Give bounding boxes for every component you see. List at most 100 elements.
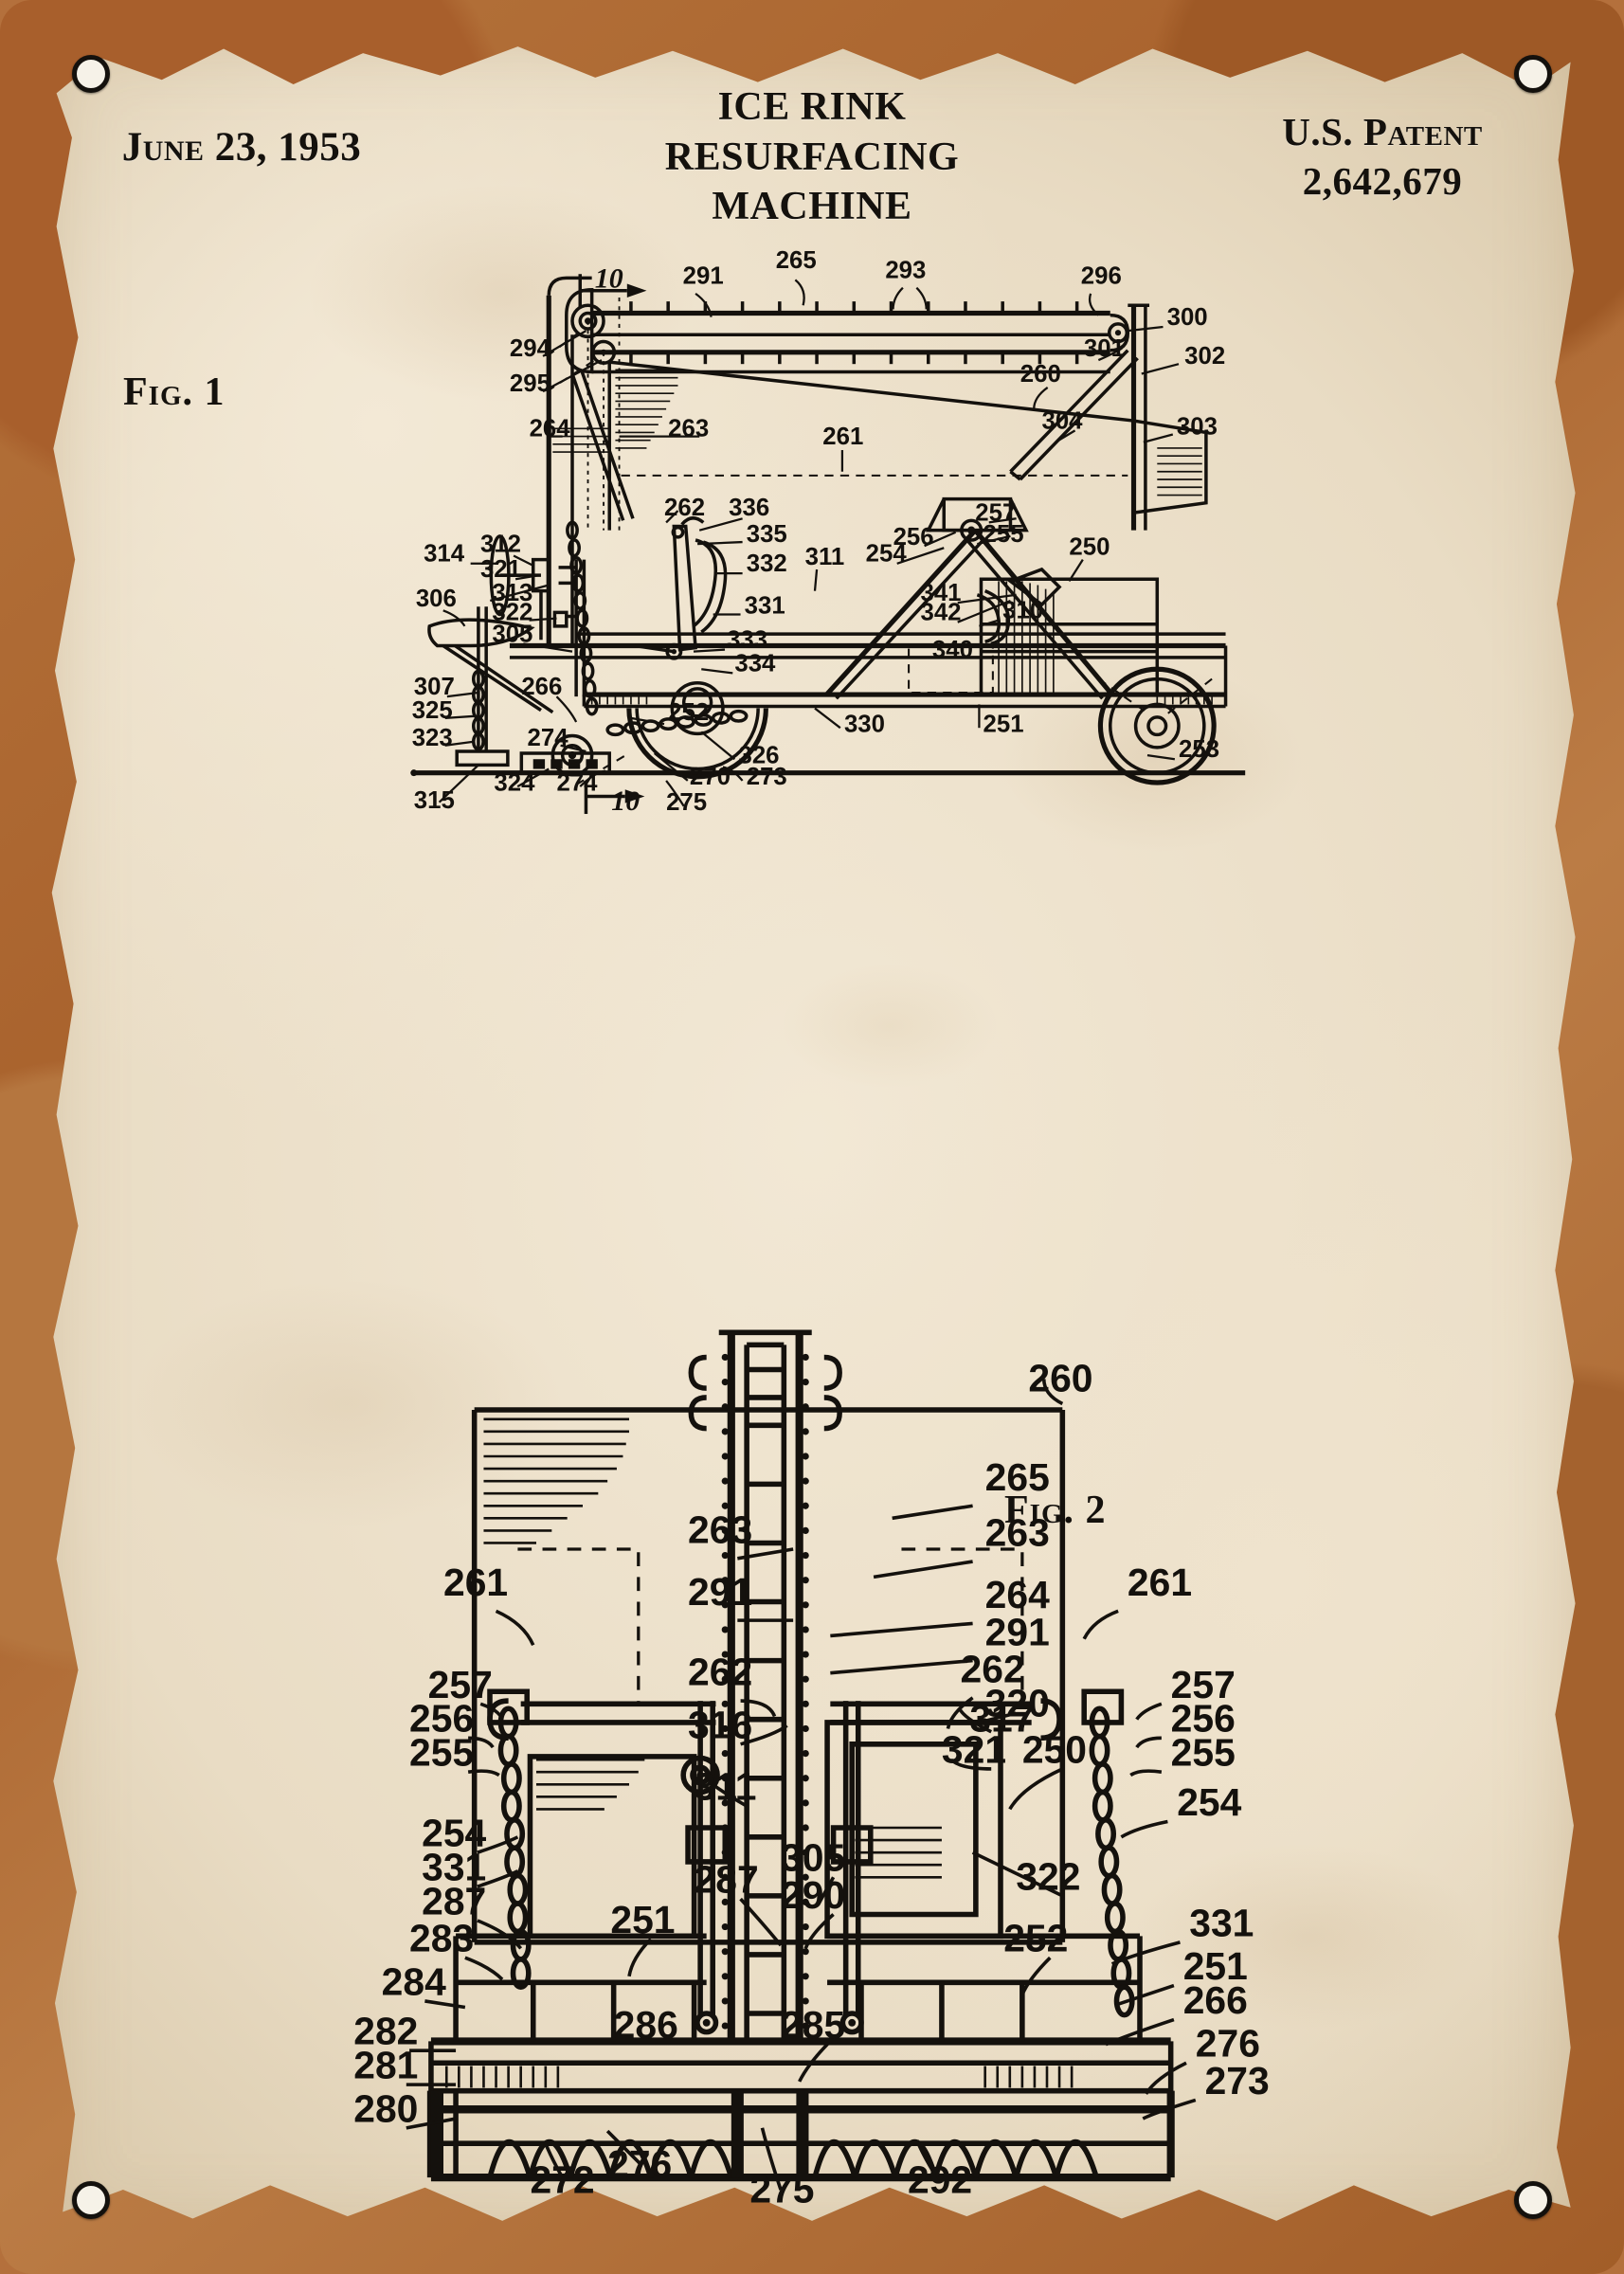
- reference-numeral: 321: [480, 556, 521, 583]
- reference-numeral: 257: [975, 499, 1016, 526]
- reference-numeral: 266: [1183, 1978, 1248, 2022]
- reference-numeral: 313: [492, 580, 532, 606]
- reference-numeral: 333: [727, 627, 767, 654]
- reference-numeral: 261: [822, 424, 863, 450]
- reference-numeral: 331: [745, 592, 785, 619]
- figure-2-svg: 2602652632632642612912912612622623202572…: [353, 1329, 1270, 2211]
- reference-numeral: 281: [353, 2044, 418, 2087]
- reference-numeral: 303: [1177, 414, 1218, 441]
- reference-numeral: 252: [1003, 1917, 1068, 1960]
- reference-numeral: 295: [510, 370, 550, 397]
- reference-numeral: 322: [492, 600, 532, 626]
- reference-numeral: 250: [1069, 533, 1110, 560]
- reference-numeral: 255: [409, 1731, 474, 1775]
- reference-numeral: 261: [1128, 1561, 1192, 1604]
- reference-numeral: 336: [729, 495, 769, 521]
- reference-numeral: 274: [556, 769, 598, 796]
- title-line-3: MACHINE: [712, 185, 912, 228]
- reference-numeral: 262: [664, 495, 705, 521]
- reference-numeral: 324: [494, 769, 535, 796]
- reference-numeral: 263: [688, 1507, 752, 1551]
- reference-numeral: 285: [781, 2003, 845, 2047]
- reference-numeral: 341: [920, 580, 961, 606]
- reference-numeral: 283: [409, 1917, 474, 1960]
- reference-numeral: 320: [985, 1681, 1050, 1724]
- reference-numeral: 252: [668, 699, 709, 726]
- reference-numeral: 256: [409, 1697, 474, 1741]
- sign-header: June 23, 1953 ICE RINK RESURFACING MACHI…: [0, 85, 1624, 228]
- reference-numeral: 330: [844, 711, 885, 737]
- reference-numeral: 261: [443, 1561, 508, 1604]
- figure-2-label: Fig. 2: [1004, 1489, 1107, 1532]
- reference-numeral: 332: [747, 550, 787, 577]
- reference-numeral: 294: [510, 335, 551, 362]
- reference-numeral: 321: [942, 1727, 1006, 1771]
- reference-numeral: 304: [1041, 407, 1083, 434]
- reference-numeral: 286: [614, 2003, 678, 2047]
- reference-numeral: 291: [688, 1570, 752, 1614]
- reference-numeral: 251: [610, 1898, 675, 1941]
- reference-numeral: 280: [353, 2086, 418, 2130]
- reference-numeral: 254: [1177, 1780, 1241, 1824]
- reference-numeral: 317: [969, 1697, 1034, 1741]
- reference-numeral: 315: [414, 787, 455, 814]
- reference-numeral: 260: [1028, 1356, 1092, 1399]
- reference-numeral: 292: [908, 2157, 972, 2201]
- title-line-1: ICE RINK: [717, 85, 907, 129]
- reference-numeral: 254: [866, 541, 908, 568]
- patent-number-block: U.S. Patent 2,642,679: [1193, 107, 1572, 207]
- reference-numeral: 10: [611, 785, 640, 817]
- mounting-hole-bottom-left: [72, 2181, 110, 2219]
- reference-numeral: 342: [920, 600, 961, 626]
- reference-numeral: 260: [1020, 361, 1061, 388]
- reference-numeral: 255: [1171, 1731, 1236, 1775]
- reference-numeral: 312: [480, 531, 521, 557]
- fig2-geometry: [406, 1329, 1197, 2191]
- reference-numeral: 253: [1179, 736, 1219, 763]
- reference-numeral: 311: [695, 1765, 757, 1809]
- reference-numeral: 306: [416, 586, 457, 612]
- reference-numeral: 305: [492, 621, 532, 647]
- reference-numeral: 273: [747, 764, 787, 790]
- patent-office-label: U.S. Patent: [1282, 110, 1483, 153]
- reference-numeral: 296: [1081, 263, 1122, 290]
- patent-date: June 23, 1953: [121, 125, 362, 170]
- reference-numeral: 322: [1016, 1854, 1080, 1898]
- reference-numeral: 264: [985, 1573, 1050, 1616]
- reference-numeral: 335: [747, 521, 787, 548]
- reference-numeral: 275: [749, 2167, 814, 2211]
- reference-numeral: 293: [885, 257, 926, 283]
- mounting-hole-top-right: [1514, 55, 1552, 93]
- reference-numeral: 291: [985, 1610, 1050, 1653]
- reference-numeral: 257: [428, 1663, 493, 1706]
- reference-numeral: 311: [805, 544, 845, 570]
- reference-numeral: 300: [1167, 304, 1208, 331]
- title-line-2: RESURFACING: [664, 135, 960, 179]
- reference-numeral: 326: [738, 742, 779, 768]
- figure-1-label: Fig. 1: [123, 370, 226, 414]
- reference-numeral: 282: [353, 2010, 418, 2053]
- reference-numeral: 264: [530, 416, 571, 442]
- patent-number: 2,642,679: [1302, 159, 1463, 204]
- reference-numeral: 251: [1183, 1944, 1248, 1988]
- reference-numeral: 301: [1084, 335, 1125, 362]
- reference-numeral: 270: [690, 764, 731, 790]
- reference-numeral: 334: [734, 650, 776, 677]
- reference-numeral: 265: [985, 1455, 1050, 1499]
- reference-numeral: 340: [932, 637, 973, 663]
- reference-numeral: 263: [668, 416, 709, 442]
- reference-numeral: 276: [607, 2142, 672, 2186]
- reference-numeral: 256: [1171, 1697, 1236, 1741]
- reference-numeral: 262: [961, 1647, 1025, 1690]
- reference-numeral: 262: [688, 1651, 752, 1694]
- reference-numeral: 10: [595, 263, 623, 295]
- reference-numeral: 257: [1171, 1663, 1236, 1706]
- reference-numeral: 275: [666, 789, 707, 816]
- reference-numeral: 325: [412, 697, 453, 724]
- reference-numeral: 254: [422, 1812, 486, 1855]
